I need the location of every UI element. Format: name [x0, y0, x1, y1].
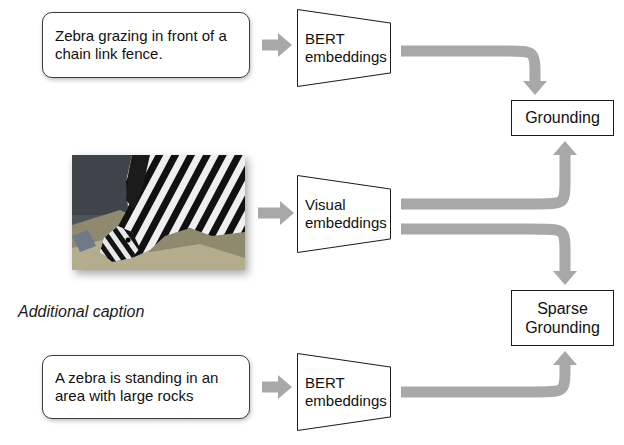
arrow-body [401, 51, 535, 81]
trapezoid-shape [298, 10, 391, 87]
flow-arrow [401, 51, 547, 95]
arrow-body [401, 229, 565, 271]
arrow-head [280, 201, 294, 225]
hay-light [72, 238, 245, 270]
arrow-body [258, 208, 280, 219]
arrow-body [262, 382, 278, 393]
arrow-head [523, 81, 547, 95]
node-text: Visual embeddings [305, 196, 389, 232]
node-text: BERT embeddings [305, 374, 389, 410]
region-label: Additional caption [18, 302, 144, 321]
arrow-head [278, 33, 292, 57]
caption-box: A zebra is standing in an area with larg… [42, 355, 250, 419]
image-arrow [258, 201, 294, 225]
flow-arrow [262, 33, 292, 57]
node-text: BERT embeddings [305, 30, 389, 66]
flow-arrow [401, 229, 577, 285]
zebra-mane [126, 155, 150, 210]
zebra-eye [126, 238, 131, 243]
node-text: Sparse Grounding [518, 299, 607, 337]
node-text: Grounding [525, 108, 600, 127]
arrow-head [553, 141, 577, 155]
arrow-body [401, 365, 565, 392]
encoder-trapezoid: Visual embeddings [297, 175, 391, 253]
encoder-trapezoid: BERT embeddings [297, 9, 391, 87]
zebra-head [100, 226, 140, 262]
region-band: Additional caption Sparse Grounding A zebr… [0, 288, 624, 445]
trapezoid-shape [298, 176, 391, 253]
zebra-neck [100, 155, 245, 262]
arrow-head [553, 351, 577, 365]
caption-box: Zebra grazing in front of a chain link f… [42, 12, 250, 78]
rock [72, 230, 96, 252]
flow-arrow [262, 375, 292, 399]
encoder-trapezoid: BERT embeddings [297, 353, 391, 431]
flow-arrow [401, 141, 577, 204]
process-box: Sparse Grounding [511, 290, 614, 346]
arrow-body [262, 40, 278, 51]
zebra-photo [72, 155, 245, 270]
trapezoid-shape [298, 354, 391, 431]
node-text: Zebra grazing in front of a chain link f… [55, 27, 237, 63]
arrow-head [553, 271, 577, 285]
process-box: Grounding [511, 100, 614, 136]
arrow-body [401, 155, 565, 204]
flow-arrow [401, 351, 577, 392]
arrow-head [278, 375, 292, 399]
node-text: A zebra is standing in an area with larg… [55, 369, 237, 405]
photo-frame [72, 155, 245, 270]
